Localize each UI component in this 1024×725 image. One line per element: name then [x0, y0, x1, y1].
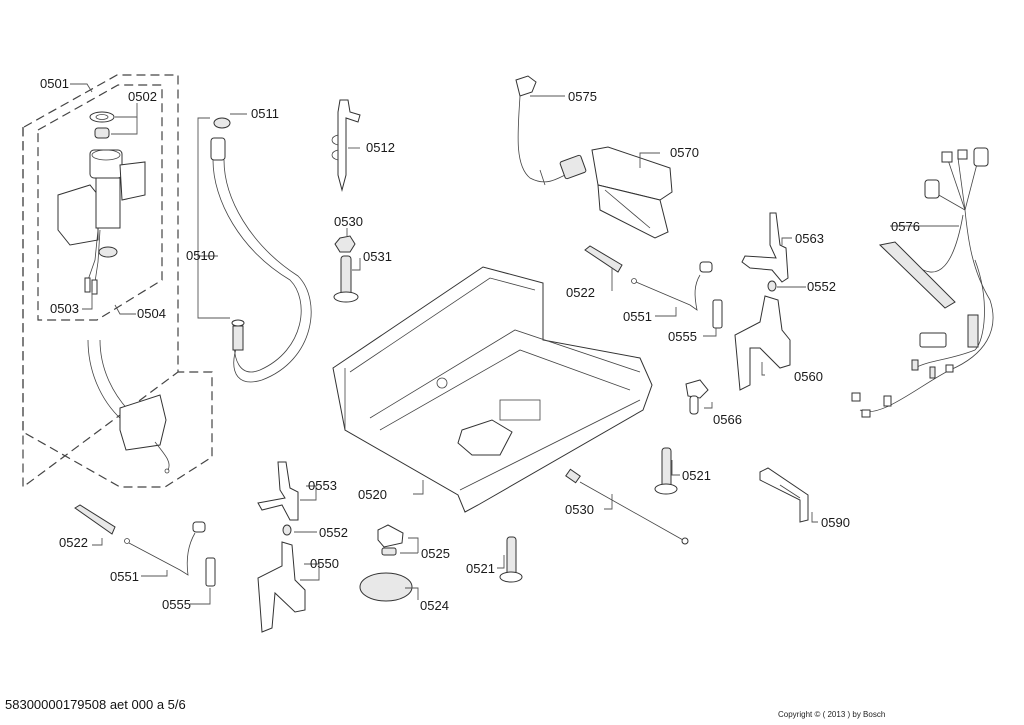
- label-0563[interactable]: 0563: [795, 231, 824, 246]
- label-0510[interactable]: 0510: [186, 248, 215, 263]
- label-0570[interactable]: 0570: [670, 145, 699, 160]
- part-0552-bushing-left[interactable]: [282, 524, 292, 536]
- label-0512[interactable]: 0512: [366, 140, 395, 155]
- label-0501[interactable]: 0501: [40, 76, 69, 91]
- part-0531-foot[interactable]: [333, 255, 359, 303]
- label-0551-upper[interactable]: 0551: [623, 309, 652, 324]
- part-0522-spring-lower[interactable]: [74, 504, 116, 535]
- part-0563-hinge-lever-right[interactable]: [741, 212, 789, 283]
- label-0551-lower[interactable]: 0551: [110, 569, 139, 584]
- label-0503[interactable]: 0503: [50, 301, 79, 316]
- part-0522-spring-upper[interactable]: [584, 245, 623, 273]
- label-0521-right[interactable]: 0521: [682, 468, 711, 483]
- part-0530-nut[interactable]: [334, 235, 356, 253]
- label-0575[interactable]: 0575: [568, 89, 597, 104]
- part-0576-wiring-harness[interactable]: [851, 147, 994, 418]
- part-0521-foot-screw-lower[interactable]: [499, 536, 523, 583]
- part-0550-hinge-left[interactable]: [257, 541, 306, 633]
- part-0512-clip[interactable]: [331, 99, 361, 192]
- label-0550[interactable]: 0550: [310, 556, 339, 571]
- part-0555-holder-upper[interactable]: [712, 299, 723, 329]
- part-0551-cable-lower[interactable]: [124, 521, 206, 576]
- label-0525[interactable]: 0525: [421, 546, 450, 561]
- label-0590[interactable]: 0590: [821, 515, 850, 530]
- label-0552-left[interactable]: 0552: [319, 525, 348, 540]
- label-0521-lower[interactable]: 0521: [466, 561, 495, 576]
- group-outline-0501: [37, 84, 163, 321]
- label-0520[interactable]: 0520: [358, 487, 387, 502]
- part-0525-clip[interactable]: [377, 524, 404, 556]
- label-0522-upper[interactable]: 0522: [566, 285, 595, 300]
- label-0531[interactable]: 0531: [363, 249, 392, 264]
- part-0555-holder-lower[interactable]: [205, 557, 216, 587]
- label-0522-lower[interactable]: 0522: [59, 535, 88, 550]
- label-0560[interactable]: 0560: [794, 369, 823, 384]
- part-0504-inlet-hose[interactable]: [87, 339, 170, 474]
- part-0510-drain-hose[interactable]: [210, 137, 312, 383]
- part-0566-sensor[interactable]: [685, 379, 709, 415]
- part-0520-base-tub[interactable]: [332, 266, 653, 513]
- part-0503-wires[interactable]: [84, 229, 101, 295]
- part-0502-seal[interactable]: [89, 111, 115, 139]
- part-0575-power-cord[interactable]: [515, 75, 587, 186]
- label-0552-right[interactable]: 0552: [807, 279, 836, 294]
- label-0504[interactable]: 0504: [137, 306, 166, 321]
- part-0530-cable[interactable]: [565, 468, 689, 545]
- label-0555-lower[interactable]: 0555: [162, 597, 191, 612]
- part-0553-hinge-lever-left[interactable]: [257, 461, 299, 521]
- part-0551-cable-upper[interactable]: [631, 261, 713, 311]
- label-0555-upper[interactable]: 0555: [668, 329, 697, 344]
- part-0501-valve[interactable]: [57, 149, 146, 258]
- part-0560-hinge-right[interactable]: [734, 295, 791, 391]
- part-labels: 0501 0502 0503 0504 0511 0510 0512 0530 …: [40, 76, 920, 613]
- label-0511[interactable]: 0511: [251, 106, 279, 121]
- part-0524-disc[interactable]: [359, 572, 413, 602]
- label-0576[interactable]: 0576: [891, 219, 920, 234]
- part-0570-control-module[interactable]: [591, 146, 673, 239]
- label-0566[interactable]: 0566: [713, 412, 742, 427]
- label-0524[interactable]: 0524: [420, 598, 449, 613]
- part-0511-clamp[interactable]: [213, 117, 231, 129]
- leader-lines: [70, 83, 959, 605]
- group-outline-0504: [22, 74, 213, 489]
- label-0553[interactable]: 0553: [308, 478, 337, 493]
- copyright-notice: Copyright © ( 2013 ) by Bosch: [778, 710, 886, 719]
- label-0502[interactable]: 0502: [128, 89, 157, 104]
- part-0521-foot-screw-right[interactable]: [654, 447, 678, 495]
- part-0590-rail[interactable]: [759, 467, 809, 523]
- label-0530-upper[interactable]: 0530: [334, 214, 363, 229]
- label-0530-lower[interactable]: 0530: [565, 502, 594, 517]
- part-0552-bushing-right[interactable]: [767, 280, 777, 292]
- document-id: 58300000179508 aet 000 a 5/6: [5, 697, 186, 712]
